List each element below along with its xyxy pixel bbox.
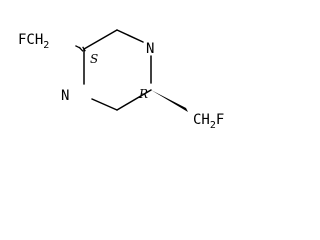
bond-c2-c3	[83, 29, 118, 50]
stereo-descriptor-s: S	[90, 52, 98, 66]
hashed-bond	[75, 45, 86, 52]
substituent-fch2-left: FCH2	[18, 32, 49, 51]
stereo-descriptor-r: R	[138, 87, 148, 101]
substituent-ch2f-right: CH2F	[193, 112, 224, 131]
ring-nitrogen-left: N	[61, 88, 69, 104]
bond-c6-n1	[91, 98, 118, 111]
bond-c3-n4	[116, 29, 144, 43]
wedge-bond	[151, 90, 188, 112]
bond-c5-c6	[116, 89, 152, 111]
piperazine-structure: FCH2 N N CH2F S R	[18, 29, 224, 131]
ring-nitrogen-right: N	[146, 41, 154, 57]
